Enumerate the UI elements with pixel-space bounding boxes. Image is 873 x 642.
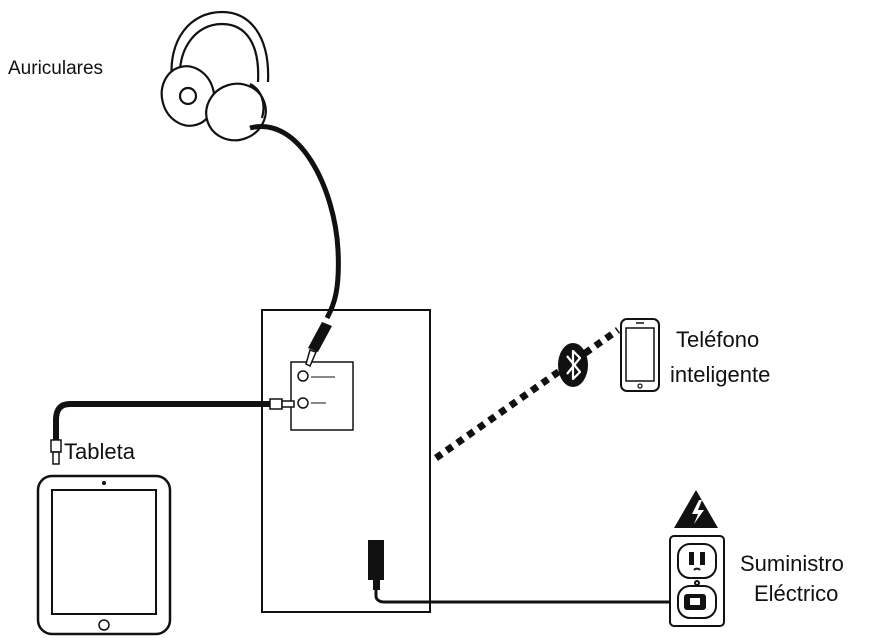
tablet-cable — [53, 401, 274, 444]
power-outlet-icon — [669, 535, 725, 627]
headphones-icon — [160, 10, 270, 142]
tablet-label: Tableta — [64, 439, 135, 464]
main-unit — [261, 309, 431, 613]
phones-jack — [297, 370, 309, 382]
headphone-cable — [249, 124, 341, 320]
power-cord — [374, 588, 688, 604]
smartphone-icon — [620, 318, 660, 392]
jack-panel — [290, 361, 354, 431]
power-inlet-plug — [368, 540, 384, 590]
power-supply-label-line1: Suministro — [740, 551, 844, 576]
outlet-plug — [684, 594, 706, 610]
bluetooth-icon — [558, 343, 588, 387]
smartphone-label-line1: Teléfono — [676, 327, 760, 352]
power-supply-label-line2: Eléctrico — [754, 581, 839, 606]
bluetooth-link — [433, 327, 621, 461]
smartphone-label-line2: inteligente — [670, 362, 771, 387]
tablet-icon — [36, 474, 172, 636]
tablet-cable-plug-left — [50, 439, 62, 465]
headphone-plug — [305, 322, 332, 368]
headphones-label: Auriculares — [8, 58, 104, 79]
aux-jack — [297, 397, 309, 409]
high-voltage-warning-icon — [674, 490, 718, 528]
tablet-cable-plug-right — [269, 398, 295, 410]
